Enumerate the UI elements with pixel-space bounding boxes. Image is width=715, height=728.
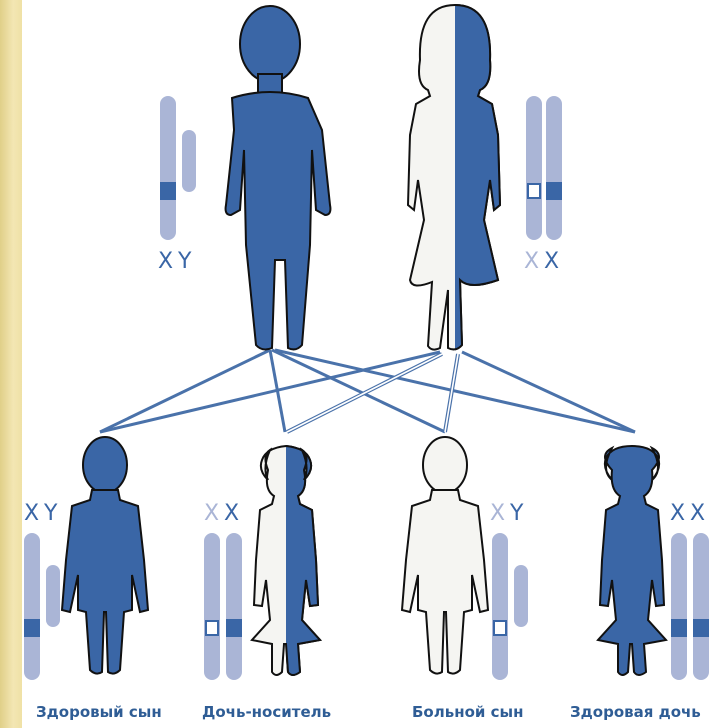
child-healthy-daughter-chromosomes: X X [670,501,709,680]
inheritance-lines-outlined [287,354,458,432]
child4-x2-label: X [690,501,706,526]
child-affected-son-chromosomes: X Y [490,501,528,680]
child4-x1-label: X [670,501,686,526]
child-healthy-son-chromosomes: X Y [24,501,60,680]
father-chromosomes: X Y [158,96,196,274]
caption-carrier-daughter: Дочь-носитель [202,703,331,721]
father-y-label: Y [177,249,192,274]
child-carrier-daughter-chromosomes: X X [204,501,242,680]
caption-healthy-son: Здоровый сын [36,703,162,721]
child3-y-label: Y [509,501,524,526]
caption-affected-son: Больной сын [412,703,523,721]
child-carrier-daughter-figure [252,446,320,675]
child1-x-label: X [24,501,40,526]
child-healthy-son-figure [62,437,148,674]
child-affected-son-figure [402,437,488,674]
child-healthy-daughter-figure [598,446,666,675]
line-mother-daughter2 [462,352,635,432]
father-figure [226,6,331,349]
child2-x1-label: X [204,501,220,526]
line-mother-son1 [100,352,440,432]
father-x-label: X [158,249,174,274]
line-father-son1 [100,350,270,432]
mother-x1-label: X [524,249,540,274]
child2-x2-label: X [224,501,240,526]
child1-y-label: Y [43,501,58,526]
mother-chromosomes: X X [524,96,562,274]
caption-healthy-daughter: Здоровая дочь [570,703,701,721]
mother-x2-label: X [544,249,560,274]
mother-figure [408,5,500,350]
child3-x-label: X [490,501,506,526]
line-father-son2 [272,350,445,432]
